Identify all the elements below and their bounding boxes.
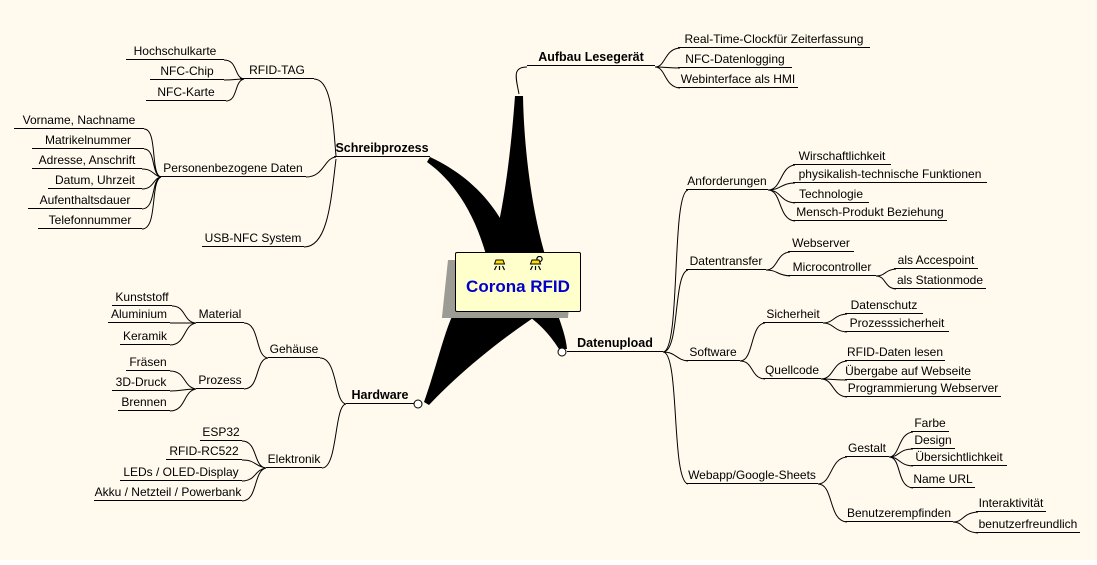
node-vorname-nachname[interactable]: Vorname, Nachname — [14, 113, 144, 129]
node-wirschaftlichkeit[interactable]: Wirschaftlichkeit — [793, 149, 891, 165]
node-microcontroller[interactable]: Microcontroller — [788, 260, 876, 276]
node-usb-nfc-system[interactable]: USB-NFC System — [202, 231, 304, 247]
node-webserver[interactable]: Webserver — [788, 236, 854, 252]
node-rfid-rc522[interactable]: RFID-RC522 — [166, 444, 242, 460]
node-nfc-karte[interactable]: NFC-Karte — [146, 85, 226, 101]
node-aufenthaltsdauer[interactable]: Aufenthaltsdauer — [28, 193, 142, 209]
root-node-icons — [456, 255, 580, 277]
node-elektronik[interactable]: Elektronik — [266, 452, 322, 468]
node-aufbau-lesegeraet[interactable]: Aufbau Lesegerät — [527, 50, 655, 66]
node-datentransfer[interactable]: Datentransfer — [686, 254, 766, 270]
node-anforderungen[interactable]: Anforderungen — [686, 174, 768, 190]
node-datenupload[interactable]: Datenupload — [567, 336, 663, 352]
node-gestalt[interactable]: Gestalt — [845, 441, 889, 457]
node-design[interactable]: Design — [911, 433, 955, 449]
node-physikalish-technische-funktionen[interactable]: physikalish-technische Funktionen — [793, 167, 987, 183]
node-uebersichtlichkeit[interactable]: Übersichtlichkeit — [911, 450, 1007, 466]
node-uebergabe-auf-webseite[interactable]: Übergabe auf Webseite — [845, 364, 971, 380]
node-keramik[interactable]: Keramik — [120, 329, 170, 345]
canvas-bottom-edge — [0, 560, 1097, 565]
node-quellcode[interactable]: Quellcode — [763, 363, 821, 379]
node-kunststoff[interactable]: Kunststoff — [112, 290, 172, 306]
node-hochschulkarte[interactable]: Hochschulkarte — [126, 44, 224, 60]
node-benutzerempfinden[interactable]: Benutzerempfinden — [845, 506, 953, 522]
node-interaktivitaet[interactable]: Interaktivität — [976, 496, 1046, 512]
node-hardware[interactable]: Hardware — [346, 388, 414, 404]
lamp-icon — [491, 259, 508, 277]
node-farbe[interactable]: Farbe — [911, 416, 949, 432]
root-label: Corona RFID — [466, 277, 570, 296]
node-telefonnummer[interactable]: Telefonnummer — [38, 213, 142, 229]
node-nfc-chip[interactable]: NFC-Chip — [150, 64, 224, 80]
node-esp32[interactable]: ESP32 — [200, 425, 242, 441]
root-node[interactable]: Corona RFID — [455, 252, 581, 312]
node-name-url[interactable]: Name URL — [911, 472, 975, 488]
branch-hardware — [424, 310, 545, 405]
branch-schreibprozess — [427, 157, 518, 258]
node-leds-oled-display[interactable]: LEDs / OLED-Display — [120, 465, 242, 481]
node-sicherheit[interactable]: Sicherheit — [763, 307, 823, 323]
node-real-time-clock[interactable]: Real-Time-Clockfür Zeiterfassung — [678, 32, 870, 48]
node-datum-uhrzeit[interactable]: Datum, Uhrzeit — [48, 173, 142, 189]
node-rfid-daten-lesen[interactable]: RFID-Daten lesen — [845, 345, 945, 361]
fold-handle-datenupload[interactable] — [557, 347, 567, 357]
lamp-hook-icon — [528, 255, 546, 277]
node-technologie[interactable]: Technologie — [793, 187, 869, 203]
fold-handle-hardware[interactable] — [413, 399, 423, 409]
node-3d-druck[interactable]: 3D-Druck — [112, 375, 170, 391]
node-nfc-datenlogging[interactable]: NFC-Datenlogging — [678, 52, 792, 68]
node-als-accespoint[interactable]: als Accespoint — [894, 253, 978, 269]
node-prozesssicherheit[interactable]: Prozesssicherheit — [845, 316, 949, 332]
node-software[interactable]: Software — [686, 345, 740, 361]
node-als-stationmode[interactable]: als Stationmode — [894, 273, 986, 289]
node-webinterface-als-hmi[interactable]: Webinterface als HMI — [678, 72, 798, 88]
node-akku-netzteil-powerbank[interactable]: Akku / Netzteil / Powerbank — [94, 485, 242, 501]
node-material[interactable]: Material — [196, 307, 244, 323]
node-matrikelnummer[interactable]: Matrikelnummer — [32, 133, 144, 149]
branch-datenupload — [520, 310, 567, 349]
node-fraesen[interactable]: Fräsen — [126, 355, 170, 371]
connector-lines — [141, 47, 979, 534]
node-prozess[interactable]: Prozess — [196, 373, 244, 389]
node-schreibprozess[interactable]: Schreibprozess — [334, 141, 430, 157]
node-gehaeuse[interactable]: Gehäuse — [268, 342, 320, 358]
branch-aufbau-lesegeraet — [490, 96, 546, 258]
node-personenbezogene-daten[interactable]: Personenbezogene Daten — [160, 161, 306, 177]
root-branch-shapes — [424, 96, 567, 405]
node-adresse-anschrift[interactable]: Adresse, Anschrift — [32, 153, 142, 169]
node-mensch-produkt-beziehung[interactable]: Mensch-Produkt Beziehung — [793, 205, 947, 221]
node-datenschutz[interactable]: Datenschutz — [845, 298, 923, 314]
node-benutzerfreundlich[interactable]: benutzerfreundlich — [976, 517, 1080, 533]
node-webapp-google-sheets[interactable]: Webapp/Google-Sheets — [686, 468, 818, 484]
node-programmierung-webserver[interactable]: Programmierung Webserver — [845, 381, 1001, 397]
node-brennen[interactable]: Brennen — [118, 395, 170, 411]
node-aluminium[interactable]: Aluminium — [108, 307, 170, 323]
node-rfid-tag[interactable]: RFID-TAG — [240, 63, 314, 79]
